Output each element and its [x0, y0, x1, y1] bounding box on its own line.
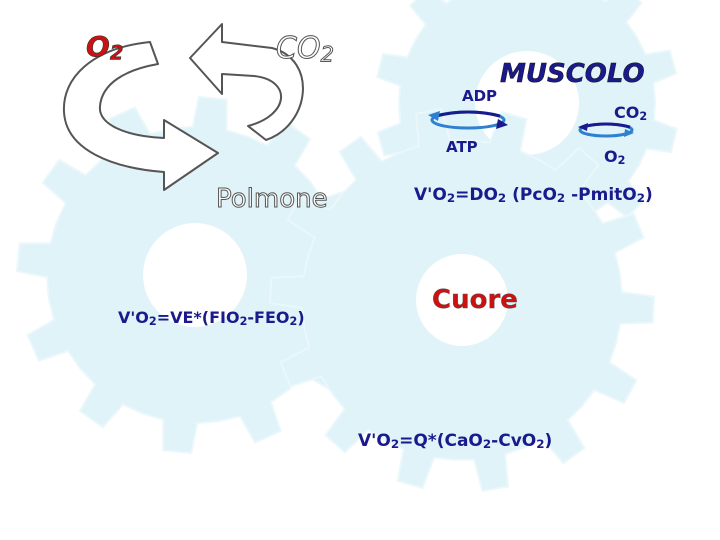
co2-o2-cycle-icon — [578, 122, 634, 138]
muscolo-title: MUSCOLO — [500, 59, 645, 89]
adp-atp-cycle-icon — [428, 110, 508, 130]
co2-label: CO2​ — [276, 31, 334, 67]
formula-lung: V'O2​=VE*(FIO2​-FEO2​) — [118, 308, 305, 328]
adp-label: ADP — [462, 87, 497, 105]
ventilation-cycle-arrow — [62, 23, 304, 191]
formula-muscle: V'O2​=DO2​ (PcO2​ -PmitO2​) — [414, 185, 653, 205]
o2-label: O2​ — [86, 30, 123, 64]
gear-heart — [268, 107, 656, 493]
atp-label: ATP — [446, 138, 478, 156]
cuore-label: Cuore — [432, 285, 518, 315]
co2-muscle-label: CO2​ — [614, 103, 647, 123]
formula-heart: V'O2​=Q*(CaO2​-CvO2​) — [358, 431, 552, 451]
o2-muscle-label: O2​ — [604, 147, 625, 167]
polmone-label: Polmone — [216, 184, 328, 214]
